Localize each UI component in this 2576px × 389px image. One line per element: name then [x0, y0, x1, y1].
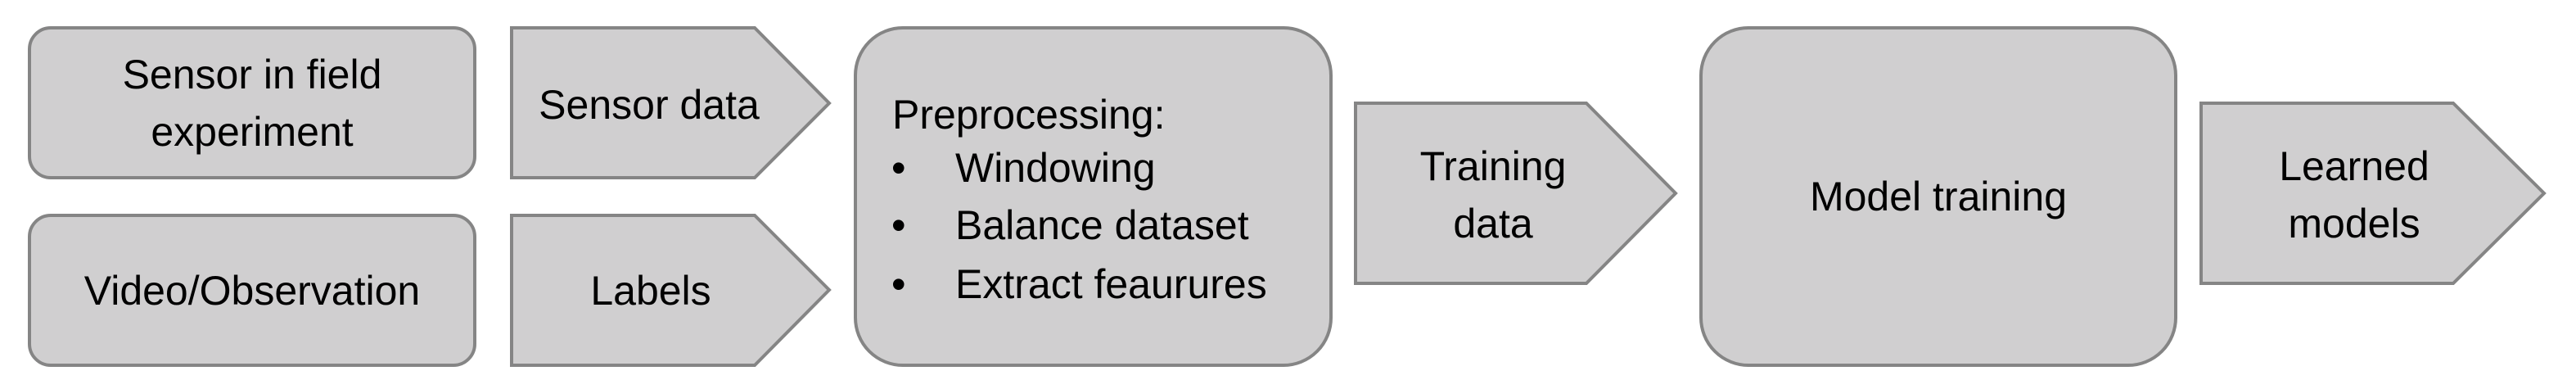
learned-models-arrow-shape — [2199, 102, 2547, 285]
labels-node: Labels — [510, 214, 832, 367]
model-training-box — [1699, 26, 2177, 367]
learned-models-label-line2: models — [2288, 201, 2420, 247]
preprocessing-title: Preprocessing: — [892, 92, 1166, 138]
sensor-data-arrow-shape — [510, 26, 832, 179]
preprocessing-box — [854, 26, 1333, 367]
training-data-node: Training data — [1354, 102, 1678, 285]
bullet-windowing: • — [891, 145, 906, 191]
sensor-in-field-label-line1: Sensor in field — [123, 52, 382, 97]
video-observation-label: Video/Observation — [84, 268, 420, 314]
labels-label: Labels — [590, 268, 711, 314]
learned-models-label-line1: Learned — [2279, 143, 2429, 189]
model-training-node: Model training — [1699, 26, 2177, 367]
learned-models-node: Learned models — [2199, 102, 2547, 285]
bullet-extract-features: • — [891, 261, 906, 307]
sensor-in-field-node: Sensor in field experiment — [28, 26, 476, 179]
training-data-label-line1: Training — [1420, 143, 1567, 189]
video-observation-node: Video/Observation — [28, 214, 476, 367]
preprocessing-node: Preprocessing: • Windowing • Balance dat… — [854, 26, 1333, 367]
sensor-in-field-box — [28, 26, 476, 179]
preprocessing-item-extract-features: Extract feaurures — [955, 261, 1267, 307]
preprocessing-item-windowing: Windowing — [955, 145, 1156, 191]
training-data-label-line2: data — [1453, 201, 1533, 247]
sensor-data-label: Sensor data — [539, 82, 760, 128]
sensor-data-node: Sensor data — [510, 26, 832, 179]
preprocessing-item-balance-dataset: Balance dataset — [955, 202, 1249, 248]
model-training-label: Model training — [1810, 174, 2067, 219]
video-observation-box — [28, 214, 476, 367]
training-data-arrow-shape — [1354, 102, 1678, 285]
sensor-in-field-label-line2: experiment — [151, 109, 353, 155]
bullet-balance-dataset: • — [891, 202, 906, 248]
labels-arrow-shape — [510, 214, 832, 367]
